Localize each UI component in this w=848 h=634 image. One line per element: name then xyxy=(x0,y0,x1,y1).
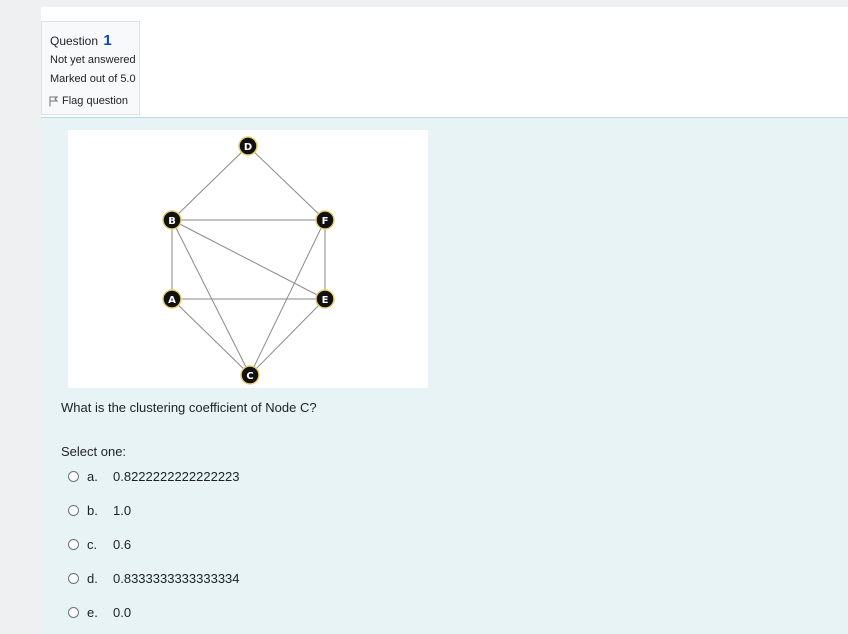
graph-node-label: A xyxy=(168,295,176,306)
graph-edge-E-C xyxy=(249,298,326,376)
option-value: 0.0 xyxy=(113,605,132,620)
graph-node-A: A xyxy=(162,289,182,309)
graph-edge-D-B xyxy=(171,145,249,221)
graph-svg: D B F A E C xyxy=(162,136,335,385)
question-grade: Marked out of 5.0 xyxy=(50,73,136,85)
option-value: 0.8222222222222223 xyxy=(113,469,240,484)
graph-edge-A-C xyxy=(171,298,251,376)
option-letter: e. xyxy=(87,605,98,620)
radio-button[interactable] xyxy=(68,573,79,584)
option-letter: c. xyxy=(87,537,98,552)
option-letter: b. xyxy=(87,503,98,518)
radio-button[interactable] xyxy=(68,471,79,482)
graph-node-label: E xyxy=(322,295,329,306)
flag-icon xyxy=(49,96,58,106)
graph-node-F: F xyxy=(315,210,335,230)
left-gutter xyxy=(0,0,41,634)
graph-node-E: E xyxy=(315,289,335,309)
graph-node-label: C xyxy=(246,371,253,382)
option-value: 0.6 xyxy=(113,537,132,552)
answer-option-d[interactable]: d. 0.8333333333333334 xyxy=(68,571,240,586)
flag-question-link[interactable]: Flag question xyxy=(49,95,128,107)
graph-node-circle xyxy=(162,210,182,230)
question-number-line: Question 1 xyxy=(50,32,112,49)
graph-node-B: B xyxy=(162,210,182,230)
top-bar xyxy=(0,0,848,7)
option-letter: a. xyxy=(87,469,98,484)
option-value: 1.0 xyxy=(113,503,132,518)
option-value: 0.8333333333333334 xyxy=(113,571,240,586)
graph-node-D: D xyxy=(238,136,258,156)
graph-edge-B-C xyxy=(171,219,251,376)
answer-option-c[interactable]: c. 0.6 xyxy=(68,537,131,552)
flag-question-label: Flag question xyxy=(62,95,129,107)
graph-node-circle xyxy=(315,210,335,230)
graph-edge-F-C xyxy=(249,219,326,376)
graph-edge-D-F xyxy=(247,145,326,221)
question-content-panel: D B F A E C What is the clustering coefficien… xyxy=(41,117,848,634)
graph-edge-B-E xyxy=(171,219,326,300)
graph-image: D B F A E C xyxy=(68,130,428,388)
question-label: Question xyxy=(50,34,99,48)
option-letter: d. xyxy=(87,571,98,586)
radio-button[interactable] xyxy=(68,539,79,550)
question-number: 1 xyxy=(103,32,112,49)
graph-node-C: C xyxy=(240,365,260,385)
question-text: What is the clustering coefficient of No… xyxy=(61,400,317,415)
graph-node-circle xyxy=(315,289,335,309)
graph-node-circle xyxy=(238,136,258,156)
answer-option-b[interactable]: b. 1.0 xyxy=(68,503,131,518)
graph-node-circle xyxy=(162,289,182,309)
select-one-label: Select one: xyxy=(61,444,127,459)
answer-option-a[interactable]: a. 0.8222222222222223 xyxy=(68,469,240,484)
graph-node-circle xyxy=(240,365,260,385)
graph-node-label: B xyxy=(168,216,176,227)
question-info-box: Question 1 Not yet answered Marked out o… xyxy=(41,21,140,115)
answer-option-e[interactable]: e. 0.0 xyxy=(68,605,131,620)
radio-button[interactable] xyxy=(68,607,79,618)
graph-node-label: D xyxy=(244,142,252,153)
question-state: Not yet answered xyxy=(50,54,136,66)
graph-node-label: F xyxy=(322,216,329,227)
radio-button[interactable] xyxy=(68,505,79,516)
